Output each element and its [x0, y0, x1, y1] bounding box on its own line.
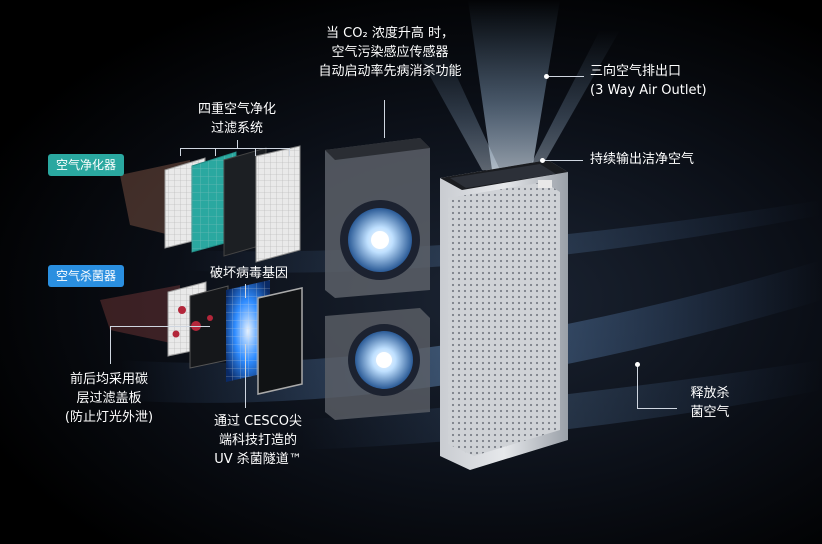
leader-line-uv	[245, 344, 246, 408]
label-co2-sensor: 当 CO₂ 浓度升高 时， 空气污染感应传感器 自动启动率先病消杀功能	[318, 26, 462, 79]
leader-bracket-four	[180, 148, 290, 149]
leader-line-four	[237, 140, 238, 148]
leader-line-clean	[543, 160, 583, 161]
badge-air-purifier: 空气净化器	[48, 154, 125, 176]
label-3way-outlet: 三向空气排出口 (3 Way Air Outlet)	[590, 64, 707, 98]
purifier-tower	[440, 160, 568, 470]
badge-air-sterilizer: 空气杀菌器	[48, 265, 125, 287]
leader-line-outlet	[548, 76, 584, 77]
leader-line-release	[637, 364, 638, 408]
label-uv-tunnel: 通过 CESCO尖 端科技打造的 UV 杀菌隧道™	[214, 414, 302, 467]
lower-fan-module	[325, 308, 430, 420]
upper-fan-module	[325, 138, 430, 298]
leader-line-carbon	[110, 326, 210, 327]
leader-line-top	[384, 100, 385, 138]
label-carbon-cover: 前后均采用碳 层过滤盖板 (防止灯光外泄)	[64, 372, 154, 425]
outlet-air-beams	[410, 0, 620, 170]
label-four-layer-filter: 四重空气净化 过滤系统	[197, 102, 276, 136]
label-release-sterile-air: 释放杀 菌空气	[690, 386, 730, 420]
purifier-filter-stack	[164, 145, 301, 263]
label-destroy-virus-gene: 破坏病毒基因	[209, 266, 288, 281]
leader-line-gene	[245, 284, 246, 298]
sterilizer-filter-stack	[167, 280, 303, 395]
label-clean-air: 持续输出洁净空气	[590, 152, 695, 167]
